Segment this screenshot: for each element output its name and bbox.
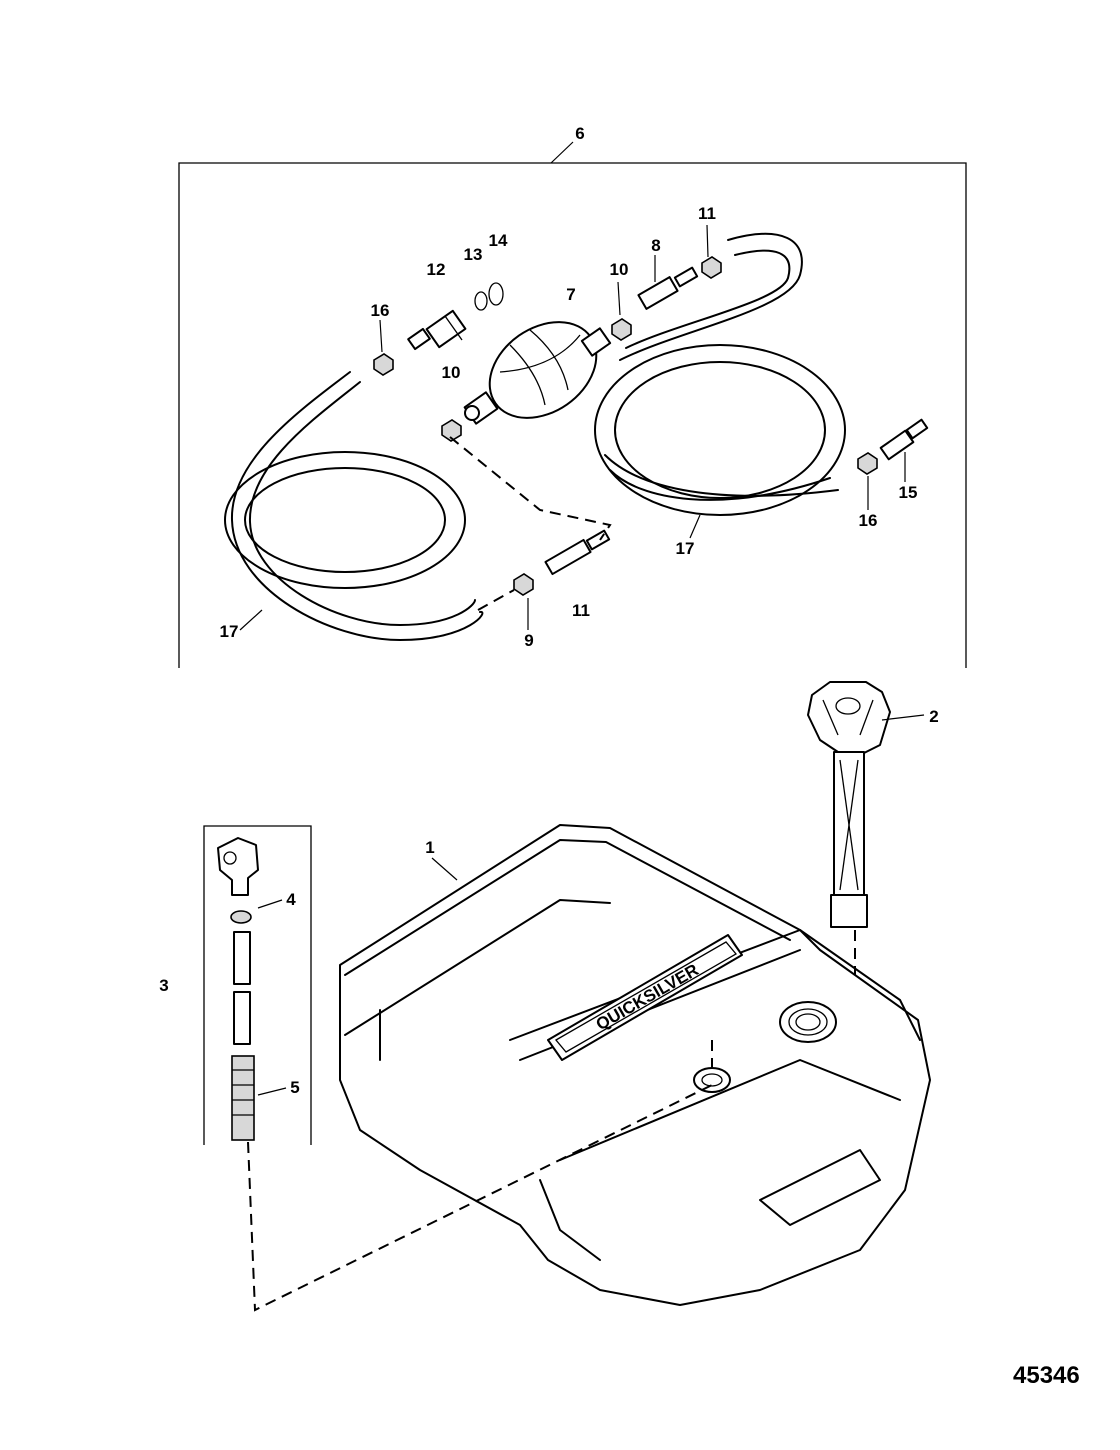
callout-6: 6 [575, 124, 584, 143]
fuel-gauge [807, 681, 925, 980]
tank-pickup-port [693, 1067, 731, 1093]
callout-10-lower: 10 [442, 363, 461, 382]
callout-13: 13 [464, 245, 483, 264]
fuel-tank: QUICKSILVER [339, 824, 931, 1306]
callout-12: 12 [427, 260, 446, 279]
callout-8: 8 [651, 236, 660, 255]
callout-1: 1 [425, 838, 434, 857]
assembly-bracket-3 [203, 825, 312, 1145]
fuel-hose-right [594, 232, 846, 539]
callout-9: 9 [524, 631, 533, 650]
fuel-connector-12 [407, 309, 467, 351]
callout-14: 14 [489, 231, 508, 250]
tank-filler-cap [779, 1001, 837, 1043]
callout-5: 5 [290, 1078, 299, 1097]
figure-number: 45346 [1013, 1362, 1080, 1389]
callout-15: 15 [899, 483, 918, 502]
callout-3: 3 [159, 976, 168, 995]
callout-16-left: 16 [371, 301, 390, 320]
pickup-tube-upper [233, 931, 251, 985]
leader-6 [550, 141, 574, 164]
fuel-fitting-15 [879, 418, 929, 461]
callout-7: 7 [566, 285, 575, 304]
hose-clamp-11-upper [701, 256, 722, 279]
o-ring-14 [488, 282, 504, 306]
hose-clamp-16-left [373, 353, 394, 376]
callout-11-lower: 11 [572, 601, 590, 620]
o-ring-4 [230, 910, 252, 924]
fuel-fitting-11-lower [544, 529, 611, 576]
o-ring-13 [474, 291, 488, 311]
pickup-tube-assembly [203, 825, 312, 1145]
hose-clamp-10-lower [441, 419, 462, 442]
fuel-fitting-8 [637, 266, 699, 310]
hose-clamp-16-right [857, 452, 878, 475]
fuel-line-assembly-group [178, 141, 967, 668]
callout-2: 2 [929, 707, 938, 726]
connection-line-primer [449, 436, 612, 541]
callout-17-left: 17 [220, 622, 239, 641]
callout-10-upper: 10 [610, 260, 629, 279]
pickup-elbow [217, 837, 259, 896]
connection-line-pickup [247, 1084, 713, 1312]
callout-labels: 6 11 8 14 13 12 10 7 16 10 15 16 17 17 1… [159, 124, 938, 1097]
callout-4: 4 [286, 890, 296, 909]
primer-bulb [463, 321, 612, 425]
fuel-filter-5 [231, 1055, 255, 1141]
assembly-bracket-6 [178, 162, 967, 668]
hose-clamp-10-upper [611, 318, 632, 341]
callout-11-upper: 11 [698, 204, 716, 223]
pickup-tube-lower [233, 991, 251, 1045]
fuel-hose-left [224, 371, 484, 641]
callout-16-right: 16 [859, 511, 878, 530]
hose-clamp-9 [513, 573, 534, 596]
connection-line-hose [477, 589, 515, 611]
callout-17-right: 17 [676, 539, 695, 558]
